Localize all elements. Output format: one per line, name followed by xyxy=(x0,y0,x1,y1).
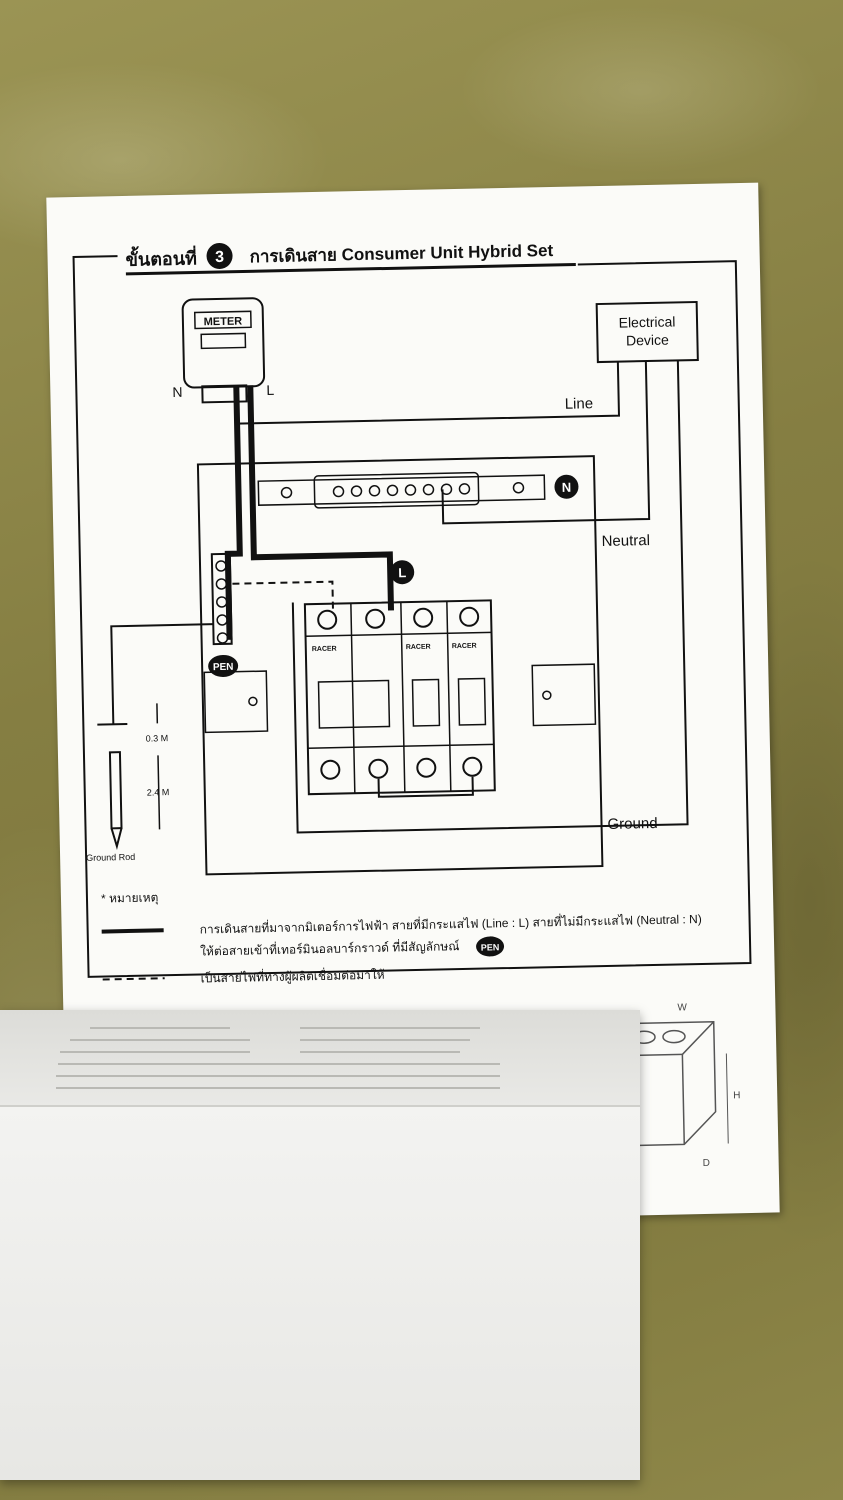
dim-rod-label: 2.4 M xyxy=(147,787,170,797)
note-solid-line2: ให้ต่อสายเข้าที่เทอร์มินอลบาร์กราวด์ ที่… xyxy=(200,937,460,958)
meter-neutral-heavy-wire xyxy=(224,385,243,640)
electrical-device-label-2: Device xyxy=(626,332,669,349)
box-top-face xyxy=(0,1010,640,1107)
n-badge-text: N xyxy=(562,480,572,495)
diagram-title: การเดินสาย Consumer Unit Hybrid Set xyxy=(249,241,553,266)
dim-top-label: 0.3 M xyxy=(146,733,169,743)
dim-h-label: H xyxy=(733,1090,740,1101)
l-badge-text: L xyxy=(398,565,406,580)
neutral-label: Neutral xyxy=(601,532,650,550)
meter-n-label: N xyxy=(172,384,182,400)
mount-tab-right xyxy=(531,663,597,727)
note-pen-badge-text: PEN xyxy=(481,942,500,952)
note-dashed-legend xyxy=(102,977,165,981)
n-badge xyxy=(554,474,579,499)
note-solid-line1: การเดินสายที่มาจากมิเตอร์การไฟฟ้า สายที่… xyxy=(199,910,701,937)
wiring-diagram: ขั้นตอนที่ 3 การเดินสาย Consumer Unit Hy… xyxy=(72,241,752,1169)
instruction-sheet: ขั้นตอนที่ 3 การเดินสาย Consumer Unit Hy… xyxy=(46,182,780,1228)
box-front-face xyxy=(0,1107,640,1480)
note-pen-badge xyxy=(476,936,505,957)
note-dashed-text: เป็นสายไฟที่ทางผู้ผลิตเชื่อมต่อมาให้ xyxy=(200,966,384,987)
pen-badge-text: PEN xyxy=(213,662,234,673)
brand-label-2: RACER xyxy=(406,644,431,652)
ground-label: Ground xyxy=(607,815,657,833)
ground-rod-label: Ground Rod xyxy=(86,852,135,863)
pen-terminal-bar xyxy=(210,552,233,646)
meter-line-heavy-wire xyxy=(247,385,395,611)
step-label: ขั้นตอนที่ xyxy=(125,244,197,269)
neutral-wire xyxy=(441,361,651,525)
step-number: 3 xyxy=(215,249,224,266)
ground-rod xyxy=(108,751,123,830)
ground-rod-wire xyxy=(110,623,214,725)
title-underline xyxy=(125,262,576,276)
mount-tab-left xyxy=(203,670,269,734)
ground-wire xyxy=(291,360,689,834)
meter-l-label: L xyxy=(266,382,274,398)
neutral-terminal-bar xyxy=(257,474,546,506)
diagram-frame xyxy=(72,255,752,978)
dim-w-label: W xyxy=(677,1002,687,1013)
l-badge xyxy=(390,560,415,585)
note-title: * หมายเหตุ xyxy=(101,890,159,906)
step-number-badge xyxy=(206,242,233,269)
brand-label-3: RACER xyxy=(452,643,477,651)
box-top-faint-print xyxy=(56,1027,500,1089)
note-solid-legend xyxy=(101,928,164,934)
electrical-device-box xyxy=(595,300,699,364)
neutral-bar-screws xyxy=(280,481,525,499)
breaker-row xyxy=(303,599,496,798)
factory-dashed-wire xyxy=(232,580,335,612)
dim-rod-line xyxy=(157,755,161,830)
line-label: Line xyxy=(565,395,594,413)
pen-screws xyxy=(215,560,229,644)
dim-d-label: D xyxy=(703,1158,710,1169)
meter-label: METER xyxy=(204,315,243,328)
product-box xyxy=(0,1010,640,1480)
consumer-unit-enclosure xyxy=(196,455,604,876)
electrical-device-label-1: Electrical xyxy=(618,313,675,330)
brand-label-1: RACER xyxy=(312,646,337,654)
